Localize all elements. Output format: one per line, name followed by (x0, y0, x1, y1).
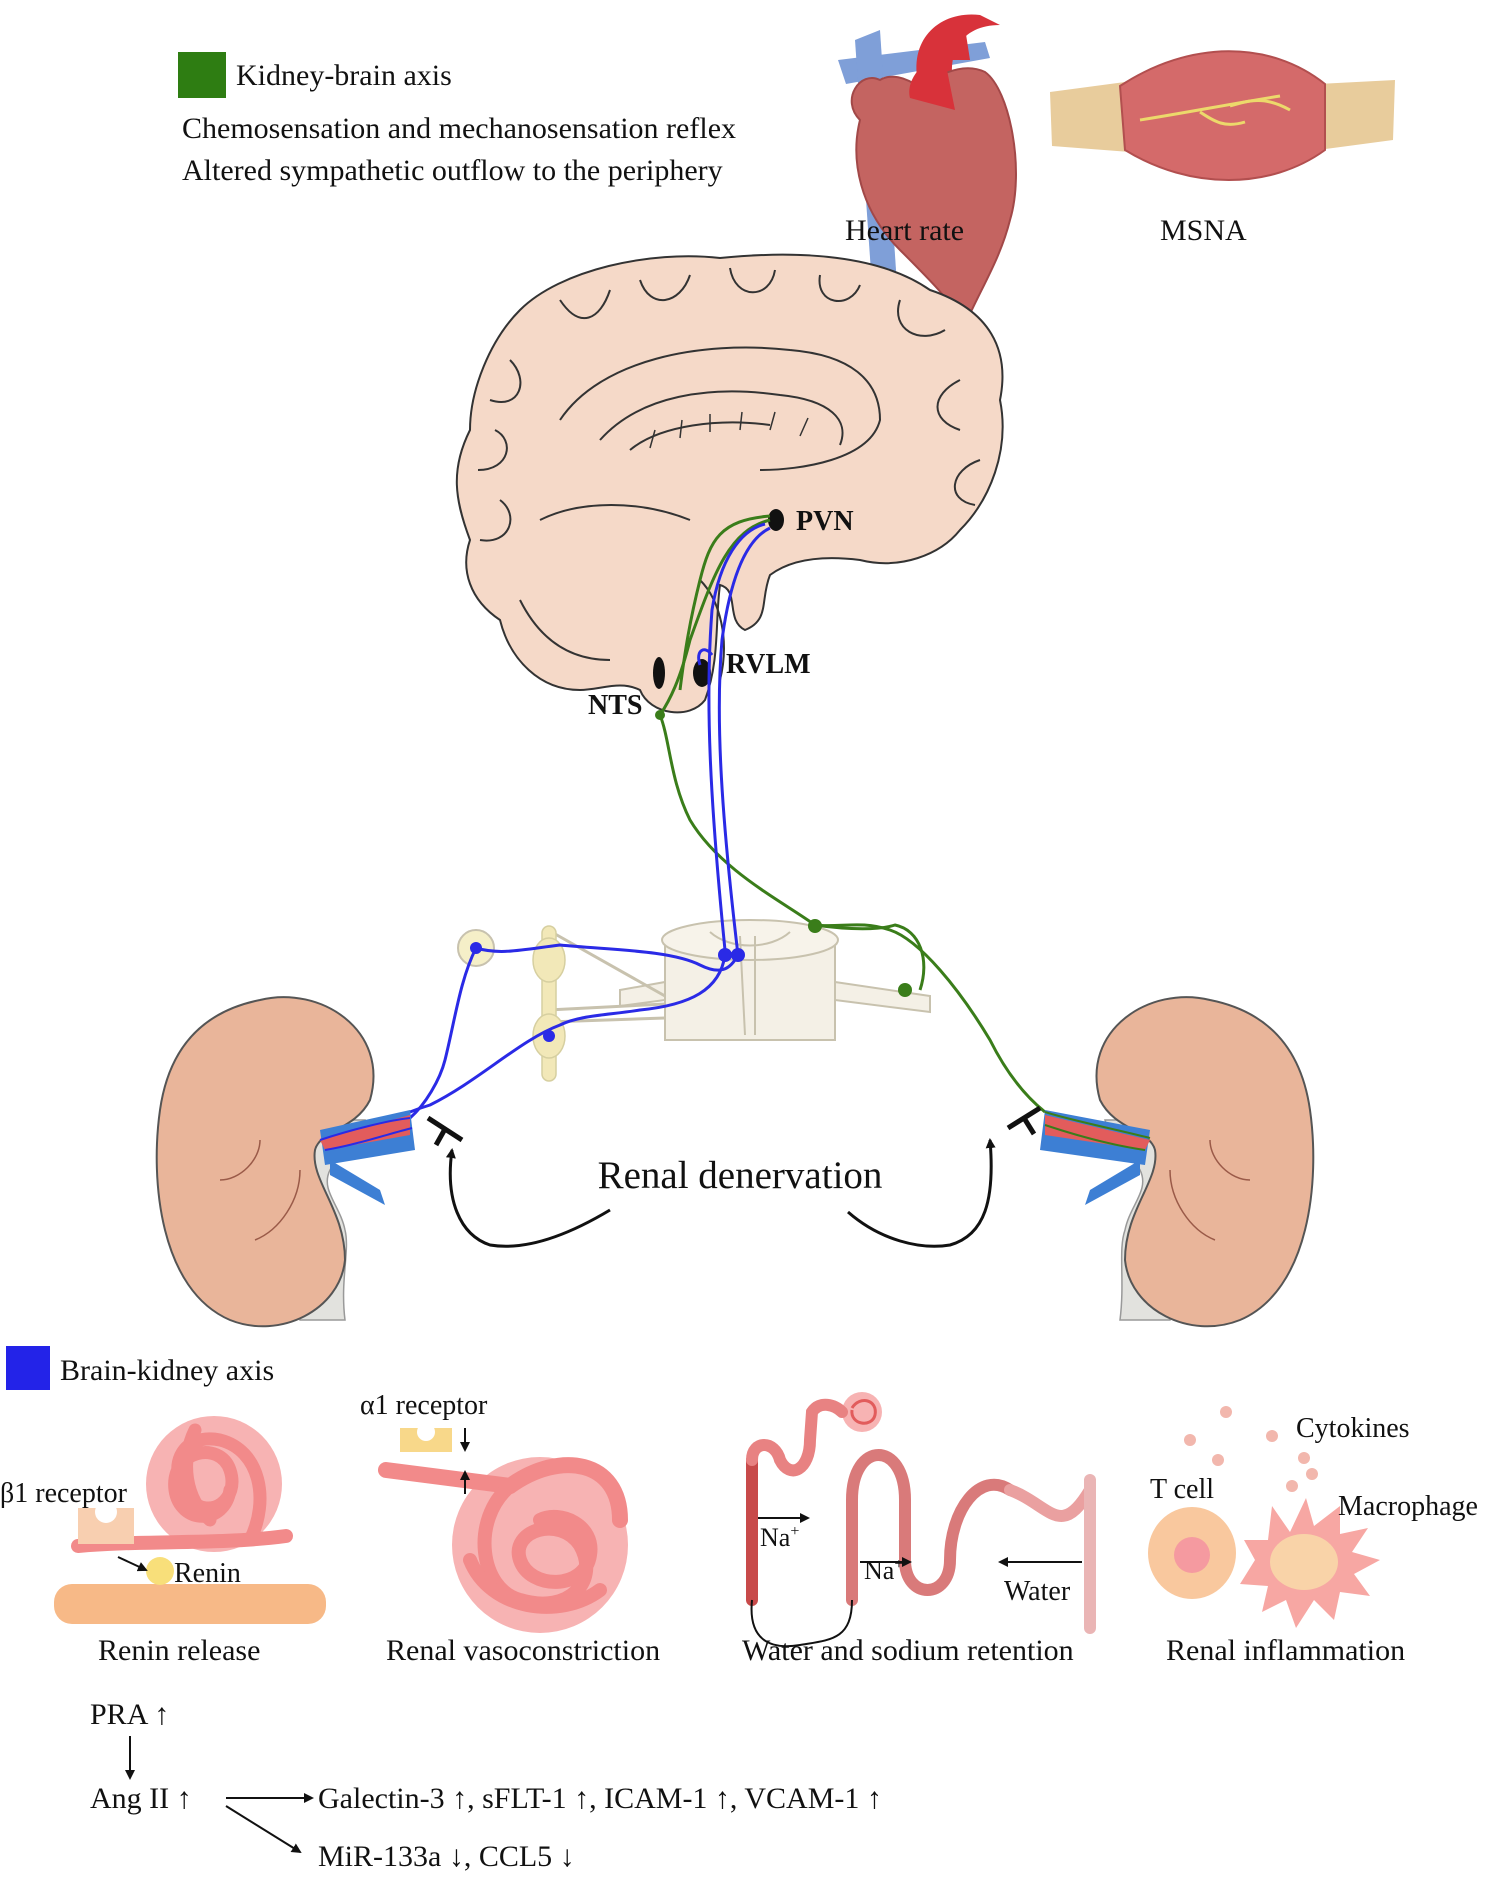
renal-denervation-label: Renal denervation (598, 1154, 883, 1197)
green-synapses (655, 710, 912, 997)
na-label-1: Na+ (760, 1523, 799, 1552)
left-kidney-icon (155, 996, 415, 1328)
brain-kidney-legend-title: Brain-kidney axis (60, 1354, 274, 1387)
kidney-brain-legend: Kidney-brain axis Chemosensation and mec… (178, 52, 736, 187)
green-pathway (658, 514, 1046, 1114)
brain-kidney-color-swatch (6, 1346, 50, 1390)
ang-ii-label: Ang II ↑ (90, 1782, 192, 1815)
renin-release-caption: Renin release (98, 1634, 260, 1667)
vasoconstriction-caption: Renal vasoconstriction (386, 1634, 660, 1667)
macrophage-label: Macrophage (1338, 1491, 1478, 1522)
nts-nucleus (653, 657, 665, 689)
cytokine-dots (1184, 1406, 1318, 1492)
kidney-brain-color-swatch (178, 52, 226, 98)
macrophage-icon (1240, 1498, 1380, 1628)
water-sodium-caption: Water and sodium retention (742, 1634, 1074, 1667)
markers-down-label: MiR-133a ↓, CCL5 ↓ (318, 1840, 575, 1873)
inflammation-caption: Renal inflammation (1166, 1634, 1405, 1667)
right-kidney-icon (1040, 996, 1315, 1328)
nts-label: NTS (588, 690, 642, 721)
inflammation-panel (1148, 1406, 1380, 1628)
water-sodium-panel (746, 1392, 1096, 1648)
pra-label: PRA ↑ (90, 1698, 169, 1731)
pvn-label: PVN (796, 506, 854, 537)
rvlm-label: RVLM (726, 649, 811, 680)
left-denervation-arrow (445, 1148, 611, 1248)
cytokines-label: Cytokines (1296, 1413, 1410, 1444)
spinal-cord-icon (457, 919, 931, 1082)
alpha1-receptor-label: α1 receptor (360, 1390, 488, 1421)
right-denervation-arrow (847, 1138, 996, 1248)
renin-release-panel (54, 1416, 326, 1624)
pvn-nucleus (768, 509, 784, 531)
msna-label: MSNA (1160, 214, 1247, 247)
heart-icon (838, 14, 1017, 330)
water-label: Water (1004, 1576, 1071, 1607)
vasoconstriction-panel (378, 1423, 628, 1633)
kidney-brain-legend-title: Kidney-brain axis (236, 59, 452, 92)
brain-icon (455, 253, 1004, 714)
rvlm-nucleus (693, 659, 711, 687)
markers-up-label: Galectin-3 ↑, sFLT-1 ↑, ICAM-1 ↑, VCAM-1… (318, 1782, 882, 1815)
kidney-brain-line-2: Altered sympathetic outflow to the perip… (182, 154, 723, 187)
kidney-brain-line-1: Chemosensation and mechanosensation refl… (182, 112, 736, 145)
renin-label: Renin (174, 1558, 241, 1589)
left-inhibition-bar (426, 1115, 464, 1147)
beta1-receptor-label: β1 receptor (0, 1478, 128, 1509)
brain-kidney-legend: Brain-kidney axis (6, 1346, 274, 1390)
blue-pathway (409, 522, 771, 1120)
right-inhibition-bar (1006, 1105, 1042, 1136)
t-cell-label: T cell (1150, 1474, 1214, 1505)
heart-rate-label: Heart rate (845, 214, 964, 247)
ang-to-markers2-arrow (225, 1805, 302, 1854)
blue-synapses (470, 942, 745, 1042)
na-label-2: Na+ (864, 1556, 903, 1585)
muscle-icon (1050, 50, 1395, 181)
